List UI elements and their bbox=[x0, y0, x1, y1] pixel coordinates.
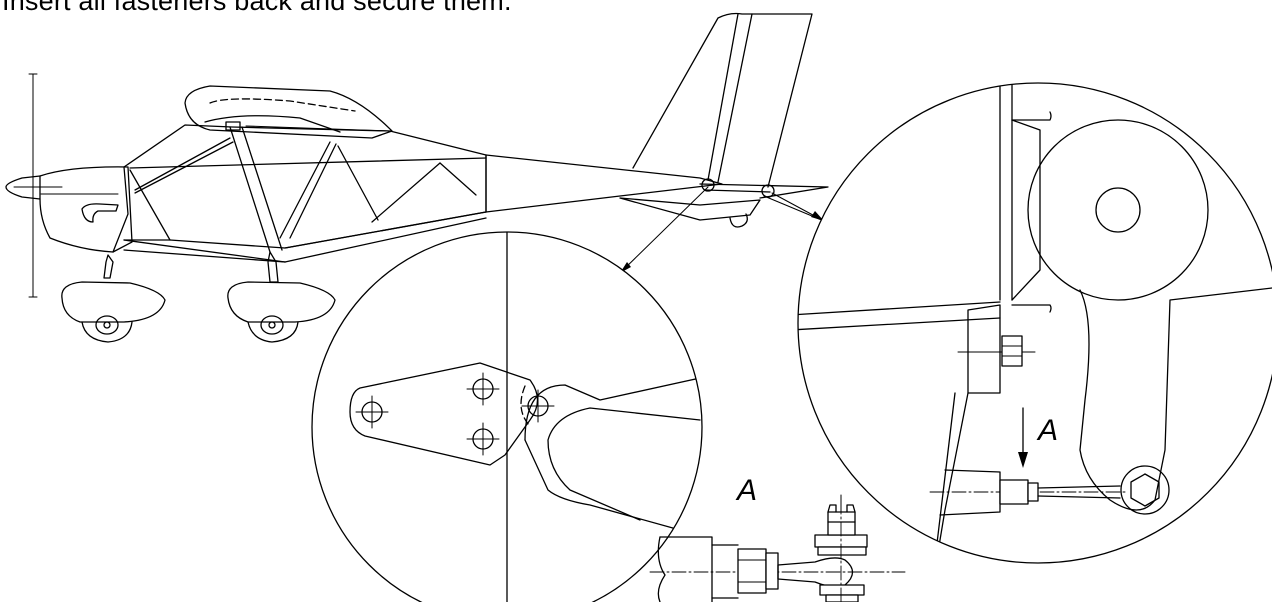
instruction-text: Insert all fasteners back and secure the… bbox=[2, 0, 512, 16]
propeller bbox=[6, 74, 62, 297]
landing-gear bbox=[62, 252, 335, 342]
view-a-arrow-label: A bbox=[1036, 414, 1058, 447]
detail-view-rod-end bbox=[790, 80, 1272, 570]
engine-cowling bbox=[40, 167, 132, 252]
vertical-tail bbox=[633, 14, 828, 228]
view-a-rod-end: A bbox=[650, 474, 905, 602]
tail-boom bbox=[486, 155, 760, 220]
aircraft-side-view bbox=[6, 14, 828, 343]
view-a-title: A bbox=[735, 474, 757, 507]
fuselage-frame bbox=[124, 122, 486, 262]
detail-leader-arrows bbox=[620, 187, 824, 273]
detail-view-horn-plate bbox=[312, 230, 702, 602]
